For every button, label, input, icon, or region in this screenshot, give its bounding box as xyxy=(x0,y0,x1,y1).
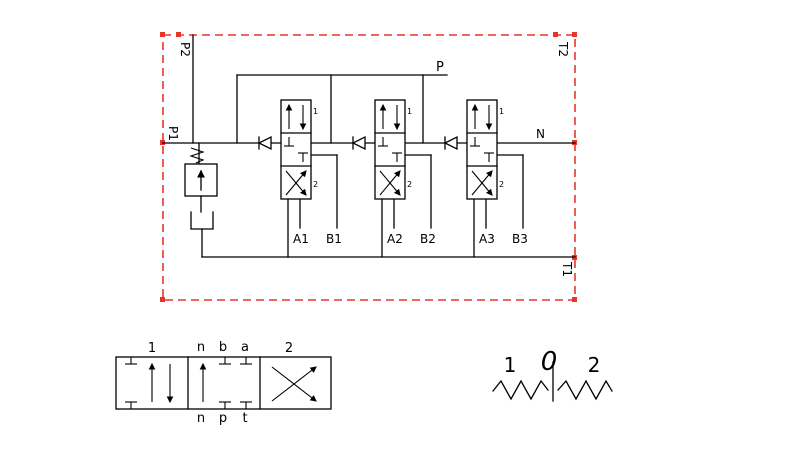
spring-position-2-label: 2 xyxy=(588,353,601,377)
position-label-1: 1 xyxy=(407,107,412,116)
spring-centering-symbol: 1 0 2 xyxy=(492,347,613,402)
valve-section-2: 1 2 A2 B2 xyxy=(351,99,436,258)
corner-marker xyxy=(160,297,165,302)
p-rail-label: P xyxy=(436,60,444,75)
cross-flow-icon xyxy=(379,170,401,196)
position-label-2: 2 xyxy=(313,180,318,189)
corner-marker xyxy=(572,32,577,37)
cross-flow-icon xyxy=(285,170,307,196)
port-t2-marker xyxy=(553,32,558,37)
corner-marker xyxy=(160,32,165,37)
position-label-1: 1 xyxy=(313,107,318,116)
port-label-p1: P1 xyxy=(166,126,180,141)
port-label-a2: A2 xyxy=(387,232,403,246)
detail-position-1-label: 1 xyxy=(148,341,156,356)
detail-top-port-a: a xyxy=(241,340,249,355)
detail-bottom-port-n: n xyxy=(197,411,205,426)
spring-position-1-label: 1 xyxy=(504,353,517,377)
tank-icon xyxy=(190,211,214,230)
port-p2-marker xyxy=(176,32,181,37)
check-valve-icon xyxy=(257,135,272,151)
detail-bottom-port-t: t xyxy=(242,411,247,426)
position-label-2: 2 xyxy=(407,180,412,189)
detail-spool-symbol: 1 n b a 2 n p t xyxy=(115,340,332,426)
port-label-t2: T2 xyxy=(556,41,570,57)
port-label-b2: B2 xyxy=(420,232,436,246)
spool-valve-body xyxy=(280,99,312,200)
relief-valve-body xyxy=(184,163,218,197)
detail-top-port-b: b xyxy=(219,340,227,355)
valve-section-3: 1 2 A3 B3 xyxy=(443,99,528,258)
valve-section-1: 1 2 A1 B1 xyxy=(257,99,342,258)
port-label-a1: A1 xyxy=(293,232,309,246)
port-label-p2: P2 xyxy=(178,42,192,57)
spool-valve-body xyxy=(374,99,406,200)
detail-top-port-n: n xyxy=(197,340,205,355)
port-label-n: N xyxy=(536,127,545,141)
pipe-lines xyxy=(162,34,576,258)
detail-position-2-label: 2 xyxy=(285,341,293,356)
port-label-a3: A3 xyxy=(479,232,495,246)
boundary-port-labels: P2 T2 P1 N T1 P xyxy=(166,41,574,277)
cross-flow-icon xyxy=(471,170,493,196)
boundary-port-markers xyxy=(160,32,577,302)
detail-bottom-port-p: p xyxy=(219,411,227,426)
position-label-1: 1 xyxy=(499,107,504,116)
position-label-2: 2 xyxy=(499,180,504,189)
corner-marker xyxy=(572,297,577,302)
relief-valve xyxy=(184,142,218,258)
check-valve-icon xyxy=(351,135,366,151)
port-label-b1: B1 xyxy=(326,232,342,246)
right-spring-icon xyxy=(557,379,613,401)
relief-spring-icon xyxy=(189,147,205,164)
spool-valve-body xyxy=(466,99,498,200)
port-label-b3: B3 xyxy=(512,232,528,246)
left-spring-icon xyxy=(492,379,549,401)
port-label-t1: T1 xyxy=(560,261,574,277)
detail-valve-body xyxy=(115,356,332,410)
cross-flow-icon xyxy=(271,366,317,402)
spring-position-0-label: 0 xyxy=(541,347,558,377)
check-valve-icon xyxy=(443,135,458,151)
